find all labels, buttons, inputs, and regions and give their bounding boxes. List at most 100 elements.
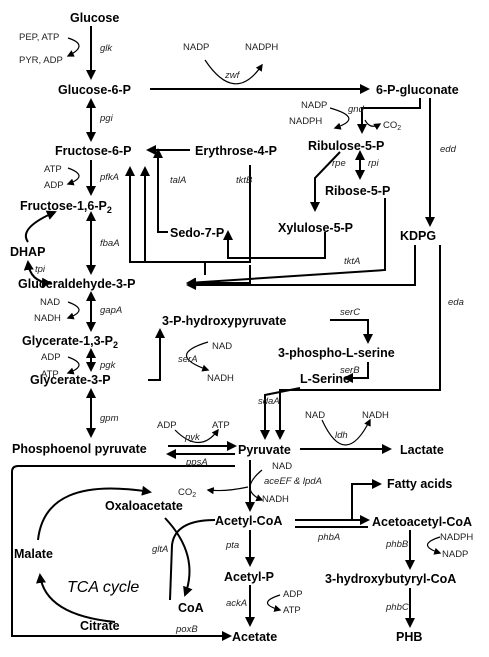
enz-ppsa: ppsA — [185, 457, 208, 468]
enz-eda: eda — [448, 297, 464, 308]
cof-phbb-in: NADPH — [440, 532, 473, 543]
cof-pyk-out: ATP — [212, 420, 230, 431]
cof-gnd-co2: CO2 — [383, 120, 401, 132]
cof-ldh-in: NAD — [305, 410, 325, 421]
enz-rpi: rpi — [368, 158, 379, 169]
enz-gpm: gpm — [100, 413, 119, 424]
met-fbp: Fructose-1,6-P2 — [20, 199, 112, 215]
met-hpyr: 3-P-hydroxypyruvate — [162, 314, 286, 328]
enz-rpe: rpe — [332, 158, 346, 169]
cof-pfk-out: ADP — [44, 180, 64, 191]
enz-poxb: poxB — [175, 624, 198, 635]
arrow-pser-ser — [343, 362, 369, 383]
enz-tpi: tpi — [35, 264, 46, 275]
met-phb: PHB — [396, 630, 422, 644]
enz-pgk: pgk — [99, 360, 117, 371]
enz-phba: phbA — [317, 532, 340, 543]
met-pser: 3-phospho-L-serine — [278, 346, 395, 360]
enz-sera: serA — [178, 354, 198, 365]
met-f6p: Fructose-6-P — [55, 144, 131, 158]
cof-gnd-co2-sub: 2 — [397, 125, 401, 132]
cof-gnd-in: NADP — [301, 100, 327, 111]
met-bpg-main: Glycerate-1,3-P — [22, 334, 113, 348]
cof-pgk-out: ATP — [41, 369, 59, 380]
cof-acka-out: ATP — [283, 605, 301, 616]
arrow-acoa-fa — [295, 479, 382, 521]
enz-phbc: phbC — [385, 602, 409, 613]
enz-serb: serB — [340, 365, 360, 376]
enz-glta: gltA — [152, 544, 168, 555]
cof-gnd-co2-main: CO — [383, 120, 397, 131]
enz-pta: pta — [225, 540, 239, 551]
met-g6p: Glucose-6-P — [58, 83, 131, 97]
arrow-fbp-dhap — [24, 210, 57, 243]
tca-cycle-label: TCA cycle — [67, 579, 139, 596]
met-lac: Lactate — [400, 443, 444, 457]
cof-ldh-out: NADH — [362, 410, 389, 421]
cof-glk-in: PEP, ATP — [19, 32, 59, 43]
cof-gnd-out: NADPH — [289, 116, 322, 127]
met-ser: L-Serine — [300, 372, 350, 386]
met-citrate: Citrate — [80, 619, 120, 633]
enz-serc: serC — [340, 307, 360, 318]
cof-phbb-out: NADP — [442, 549, 468, 560]
met-acp: Acetyl-P — [224, 570, 274, 584]
arrow-tktb-gap — [186, 265, 251, 288]
enz-pfka: pfkA — [99, 172, 119, 183]
met-dhap: DHAP — [10, 245, 45, 259]
cofactor-arc-ldh — [321, 418, 371, 446]
enz-gapa: gapA — [100, 305, 122, 316]
enz-pgi: pgi — [99, 113, 114, 124]
cof-sera-in: NAD — [212, 341, 232, 352]
arrow-kdpg-gap — [186, 245, 416, 290]
met-fbp-sub: 2 — [107, 205, 112, 215]
cof-zwf-out: NADPH — [245, 42, 278, 53]
met-acetate: Acetate — [232, 630, 277, 644]
cof-pfk-in: ATP — [44, 164, 62, 175]
pathway-edges — [11, 26, 442, 641]
cofactor-co2-gnd — [364, 119, 382, 131]
arrow-kdpg-pyruvate — [275, 245, 441, 440]
cofactor-arc-pfka — [66, 167, 80, 186]
cof-sera-out: NADH — [207, 373, 234, 384]
met-e4p: Erythrose-4-P — [195, 144, 277, 158]
arrow-ru5p-x5p — [310, 151, 341, 212]
cof-pgk-in: ADP — [41, 352, 61, 363]
enz-fbaa: fbaA — [100, 238, 120, 249]
met-g3p: Glycerate-3-P — [30, 373, 111, 387]
cof-pdh-co2-main: CO — [178, 487, 192, 498]
met-acoa: Acetyl-CoA — [215, 514, 282, 528]
arrow-hpyr-pser — [330, 319, 373, 344]
cof-acka-in: ADP — [283, 589, 303, 600]
cofactor-arc-glk — [66, 37, 80, 57]
enz-zwf: zwf — [224, 70, 241, 81]
cofactor-co2-pdh — [206, 486, 249, 495]
enz-tktb: tktB — [236, 175, 253, 186]
arrow-oaa-coa — [164, 517, 193, 597]
cof-pdh-out: NADH — [262, 494, 289, 505]
cof-zwf-in: NADP — [183, 42, 209, 53]
metabolite-labels: Glucose Glucose-6-P 6-P-gluconate Fructo… — [10, 11, 472, 644]
cofactor-labels: PEP, ATP PYR, ADP NADP NADPH NADP NADPH … — [19, 32, 473, 616]
met-gap: Gluceraldehyde-3-P — [18, 277, 135, 291]
arrow-citrate-malate — [36, 573, 116, 623]
cof-pdh-in: NAD — [272, 461, 292, 472]
enz-edd: edd — [440, 144, 457, 155]
met-s7p: Sedo-7-P — [170, 226, 224, 240]
met-pep: Phosphoenol pyruvate — [12, 442, 147, 456]
met-hbcoa: 3-hydroxybutyryl-CoA — [325, 572, 456, 586]
enz-glk: glk — [100, 43, 113, 54]
arrow-6pg-ru5p — [357, 98, 421, 134]
enz-sdaa: sdaA — [258, 396, 280, 407]
arrow-gltA-line — [169, 519, 216, 601]
cof-pdh-co2: CO2 — [178, 487, 196, 499]
cof-glk-out: PYR, ADP — [19, 55, 63, 66]
cof-pyk-in: ADP — [157, 420, 177, 431]
cofactor-arc-pdh — [249, 469, 264, 502]
enz-ldh: ldh — [335, 430, 348, 441]
cofactor-arc-zwf — [204, 59, 263, 85]
cofactor-arc-gnd — [329, 107, 350, 130]
enzyme-labels: glk zwf pgi gnd edd rpe rpi pfkA talA tk… — [35, 43, 464, 635]
met-bpg-sub: 2 — [113, 340, 118, 350]
